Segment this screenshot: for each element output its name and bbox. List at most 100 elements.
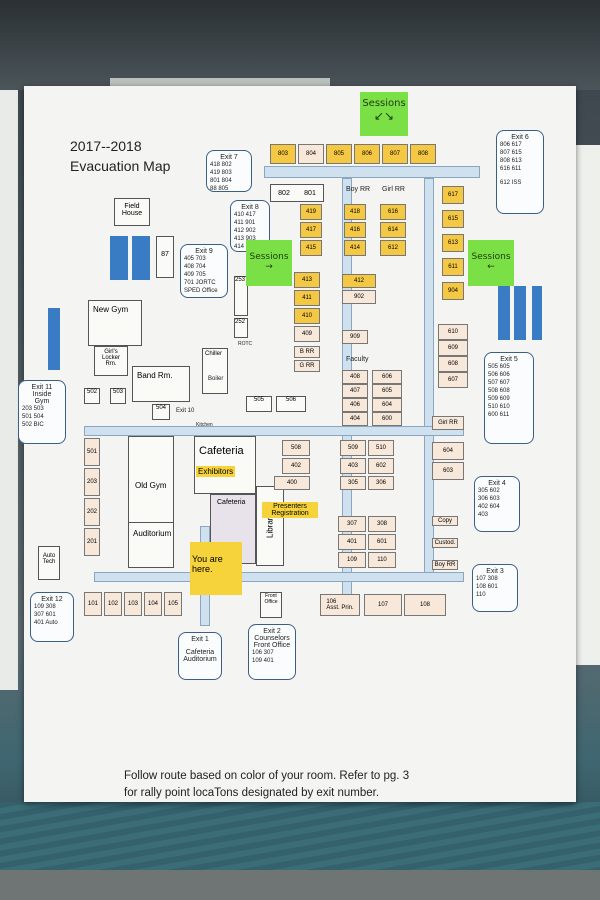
room-cell: 408 <box>342 370 368 384</box>
exit-5-line: 509 609 <box>488 396 510 402</box>
room-cell: 605 <box>372 384 402 398</box>
room-cell: 612 <box>380 240 406 256</box>
room-cell: 401 <box>338 534 366 550</box>
room-cell: 909 <box>342 330 368 344</box>
room-cell: 407 <box>342 384 368 398</box>
room-cell: 308 <box>368 516 396 532</box>
map-title: Evacuation Map <box>70 158 171 174</box>
room-cell: 805 <box>326 144 352 164</box>
room-cell: 409 <box>294 326 320 342</box>
room-cell: 202 <box>84 498 100 526</box>
new-gym: New Gym <box>88 300 142 346</box>
arrow-right-icon: → <box>265 262 273 272</box>
exhibitors-label: Exhibitors <box>196 466 236 477</box>
room-403: 403 <box>340 458 366 474</box>
map-title-year: 2017--2018 <box>70 138 142 154</box>
room-cell: 608 <box>438 356 468 372</box>
room-505: 505 <box>246 396 272 412</box>
exit-6-label: Exit 6 <box>511 134 529 141</box>
room-cell: 406 <box>342 398 368 412</box>
exit-9-line: 409 705 <box>184 272 206 278</box>
blue-room-88 <box>48 308 60 370</box>
copy-room: Copy <box>432 516 458 526</box>
room-cell: 804 <box>298 144 324 164</box>
room-cell: 413 <box>294 272 320 288</box>
rotc: ROTC <box>238 341 253 347</box>
hallway-bottom <box>94 572 464 582</box>
band-room: Band Rm. <box>132 366 190 402</box>
room-602: 602 <box>368 458 394 474</box>
exit-11-line: Inside <box>32 391 52 398</box>
footer-line-1: Follow route based on color of your room… <box>124 770 410 782</box>
exit-6-line: 612 ISS <box>500 180 522 186</box>
sessions-note-top-text: Sessions <box>362 98 406 109</box>
exit-2-line: Front Office <box>253 642 291 649</box>
room-cell: 808 <box>410 144 436 164</box>
room-cell: 307 <box>338 516 366 532</box>
exit-1-box: Exit 1 Cafeteria Auditorium <box>178 632 222 680</box>
room-cell: 617 <box>442 186 464 204</box>
room-107: 107 <box>364 594 402 616</box>
boy-rr-2: Boy RR <box>432 560 458 570</box>
arrows-down-icon: ↙↘ <box>373 109 395 123</box>
room-503: 503 <box>110 388 126 404</box>
room-cell: 803 <box>270 144 296 164</box>
room-cell: 606 <box>372 370 402 384</box>
exit-3-line: 110 <box>476 592 486 598</box>
exit-8-line: 411 901 <box>234 220 256 226</box>
room-252: 252 <box>234 318 248 338</box>
front-office: Front Office <box>260 592 282 618</box>
room-cell: 902 <box>342 290 376 304</box>
blue-room-block-right2 <box>514 286 526 340</box>
room-801: 801 <box>304 189 316 197</box>
room-cell: 419 <box>300 204 322 220</box>
exit-6-box: Exit 6 806 617 807 615 808 613 616 611 6… <box>496 130 544 214</box>
room-87: 87 <box>156 236 174 278</box>
map-footer: Follow route based on color of your room… <box>124 768 544 802</box>
exit-4-label: Exit 4 <box>488 480 506 487</box>
hallway-top <box>264 166 480 178</box>
window-frame <box>0 0 600 90</box>
blue-room-block-left <box>110 236 128 280</box>
room-cell: 613 <box>442 234 464 252</box>
room-cell: 607 <box>438 372 468 388</box>
exit-11-line: 203 503 <box>22 406 44 412</box>
exit-9-line: 408 704 <box>184 264 206 270</box>
room-cell: 807 <box>382 144 408 164</box>
room-506: 506 <box>276 396 306 412</box>
room-cell: 104 <box>144 592 162 616</box>
room-cell: 806 <box>354 144 380 164</box>
field-house: Field House <box>114 198 150 226</box>
room-cell: 201 <box>84 528 100 556</box>
exit-5-label: Exit 5 <box>500 356 518 363</box>
cafeteria: Cafeteria <box>194 436 256 494</box>
exit-11-line: Gym <box>34 398 50 405</box>
sessions-note-right-text: Sessions <box>471 252 511 262</box>
room-108: 108 <box>404 594 446 616</box>
exit-5-line: 507 607 <box>488 380 510 386</box>
exit-2-line: 106 307 <box>252 650 274 656</box>
girls-locker: Girl's Locker Rm. <box>94 346 128 376</box>
room-cell: 101 <box>84 592 102 616</box>
exit-8-line: 413 903 <box>234 236 256 242</box>
room-502: 502 <box>84 388 100 404</box>
room-cell: 412 <box>342 274 376 288</box>
exit-6-line: 808 613 <box>500 158 522 164</box>
room-cell: 604 <box>372 398 402 412</box>
exit-7-line: 418 802 <box>210 162 232 168</box>
exit-12-box: Exit 12 109 308 307 601 401 Auto <box>30 592 74 642</box>
room-cell: 203 <box>84 468 100 496</box>
exit-9-line: SPED Office <box>184 288 218 294</box>
room-510: 510 <box>368 440 394 456</box>
room-cell: 411 <box>294 290 320 306</box>
custodian: Custod. <box>432 538 458 548</box>
exit-6-line: 616 611 <box>500 166 522 172</box>
room-253: 253 <box>234 276 248 316</box>
room-cell: 102 <box>104 592 122 616</box>
room-cell: 418 <box>344 204 366 220</box>
exit-4-box: Exit 4 305 602 306 603 402 604 403 <box>474 476 520 532</box>
room-cell: 109 <box>338 552 366 568</box>
auto-tech: Auto Tech <box>38 546 60 580</box>
exit-1-label: Exit 1 <box>191 636 209 643</box>
exit-2-line: Counselors <box>254 635 290 642</box>
